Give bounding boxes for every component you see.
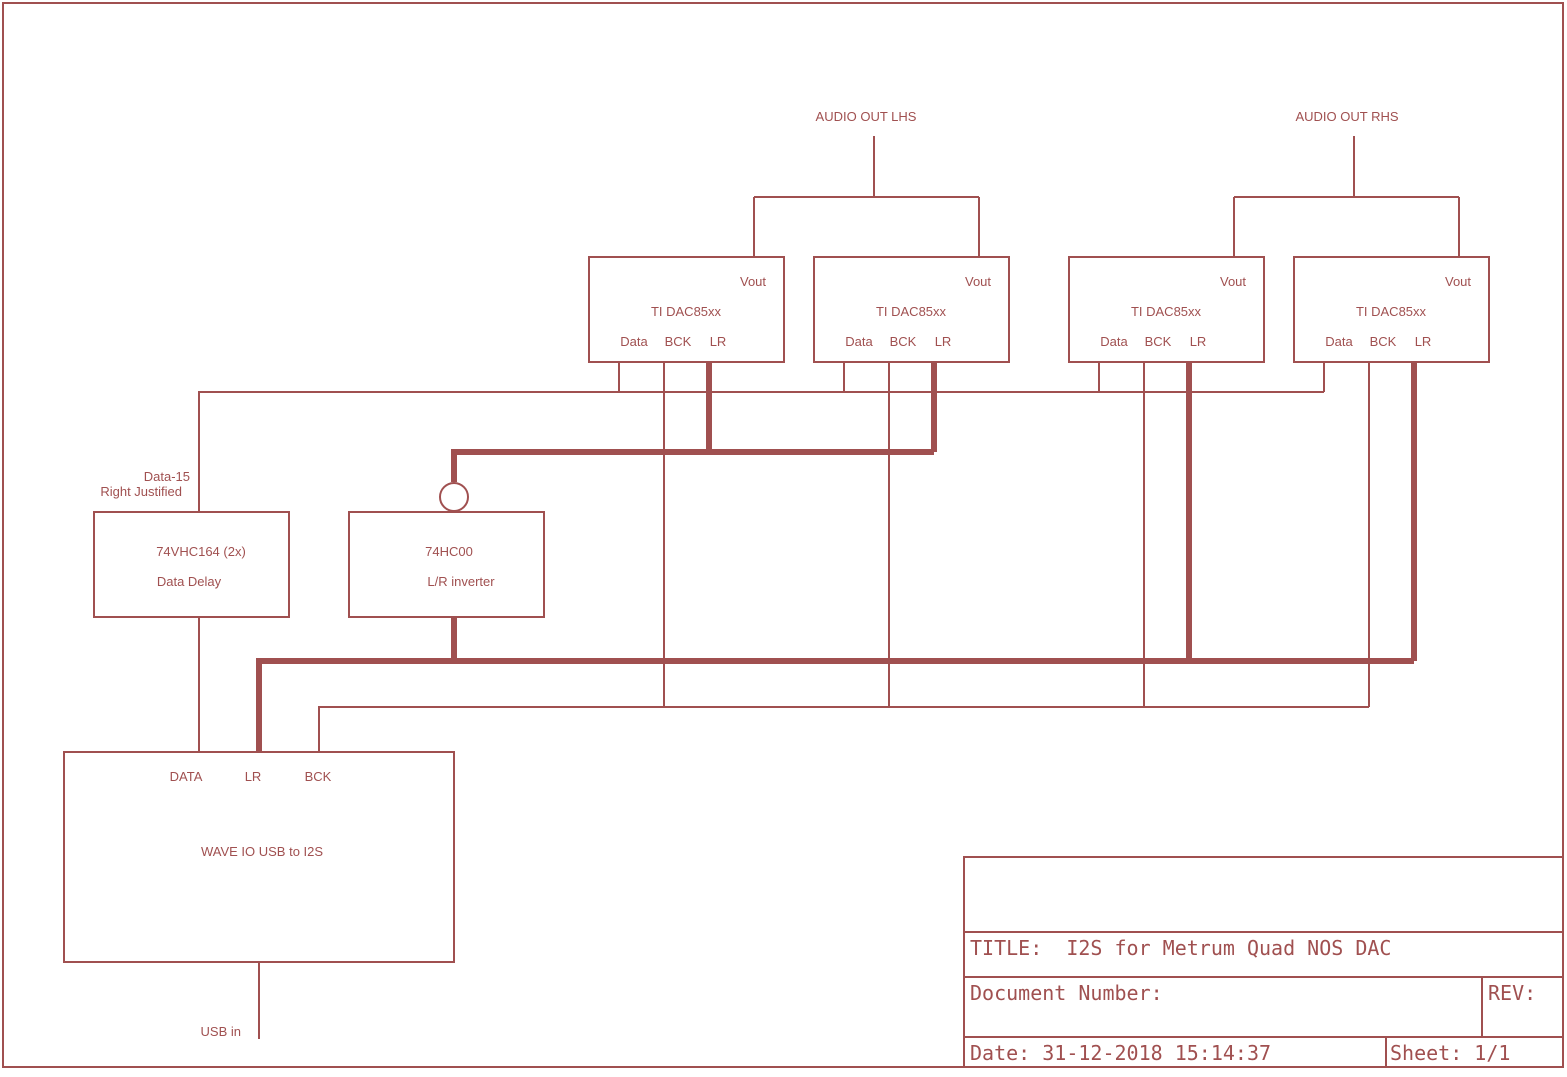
dac-2-vout-label: Vout [965,274,991,289]
dac-1: Vout TI DAC85xx Data BCK LR [588,256,785,363]
dac-3-data-pin: Data [1100,334,1128,349]
dac-3-body [1068,256,1265,363]
dac-2-data-pin: Data [845,334,873,349]
data-delay-part: 74VHC164 (2x) [156,544,246,559]
data-delay-function: Data Delay [157,574,222,589]
rhs-output-wire [1233,136,1460,257]
lr-inverter-block: 74HC00 L/R inverter [348,511,545,618]
wave-io-bck-pin: BCK [305,769,332,784]
lr-inverter-body [348,511,545,618]
title-text: TITLE: I2S for Metrum Quad NOS DAC [970,936,1391,960]
wave-io-block: DATA LR BCK WAVE IO USB to I2S [63,751,455,963]
bck-bus-wire [318,362,1370,752]
usb-in-label: USB in [201,1024,241,1039]
dac-4-body [1293,256,1490,363]
data-delay-note-line2: Right Justified [100,484,182,499]
inverter-bubble [439,482,469,512]
lr-bus [256,362,1417,752]
lr-inverter-function: L/R inverter [427,574,495,589]
inverted-lr-bus [451,362,937,482]
dac-3-name: TI DAC85xx [1131,304,1202,319]
wave-io-name: WAVE IO USB to I2S [201,844,323,859]
lhs-output-wire [753,136,980,257]
dac-3-vout-label: Vout [1220,274,1246,289]
dac-2-bck-pin: BCK [890,334,917,349]
dac-1-name: TI DAC85xx [651,304,722,319]
data-bus-wire [198,362,1325,512]
title-block: TITLE: I2S for Metrum Quad NOS DAC Docum… [963,856,1564,1068]
data-delay-note-line1: Data-15 [144,469,190,484]
dac-2-lr-pin: LR [935,334,952,349]
lr-inverter-part: 74HC00 [425,544,473,559]
dac-1-body [588,256,785,363]
audio-out-lhs-label: AUDIO OUT LHS [816,109,917,124]
dac-4-vout-label: Vout [1445,274,1471,289]
dac-4-name: TI DAC85xx [1356,304,1427,319]
rev-text: REV: [1488,981,1536,1005]
dac-2-body [813,256,1010,363]
data-delay-body [93,511,290,618]
wave-io-lr-pin: LR [245,769,262,784]
dac-4: Vout TI DAC85xx Data BCK LR [1293,256,1490,363]
wave-io-data-pin: DATA [170,769,203,784]
data-delay-block: 74VHC164 (2x) Data Delay [93,511,290,618]
dac-2: Vout TI DAC85xx Data BCK LR [813,256,1010,363]
title-block-frame [963,856,1564,1068]
audio-out-rhs-label: AUDIO OUT RHS [1295,109,1398,124]
dac-1-data-pin: Data [620,334,648,349]
dac-1-lr-pin: LR [710,334,727,349]
dac-4-bck-pin: BCK [1370,334,1397,349]
document-number-text: Document Number: [970,981,1163,1005]
dac-3-bck-pin: BCK [1145,334,1172,349]
dac-4-lr-pin: LR [1415,334,1432,349]
dac-3: Vout TI DAC85xx Data BCK LR [1068,256,1265,363]
sheet-text: Sheet: 1/1 [1390,1041,1510,1065]
dac-4-data-pin: Data [1325,334,1353,349]
dac-1-vout-label: Vout [740,274,766,289]
date-text: Date: 31-12-2018 15:14:37 [970,1041,1271,1065]
dac-2-name: TI DAC85xx [876,304,947,319]
dac-3-lr-pin: LR [1190,334,1207,349]
dac-1-bck-pin: BCK [665,334,692,349]
